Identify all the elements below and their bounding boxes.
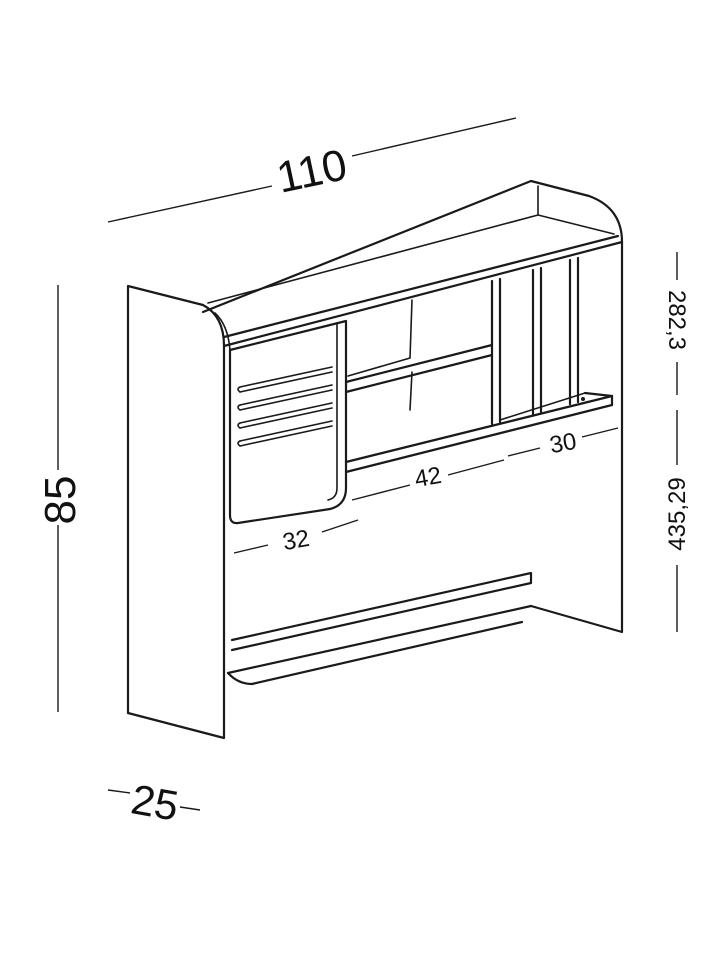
left-panel-inner-edge bbox=[214, 312, 231, 351]
work-shelf-back bbox=[499, 392, 586, 421]
drawer-width-label: 32 bbox=[281, 525, 312, 556]
width-dimension-line bbox=[107, 117, 517, 223]
top-board-thickness bbox=[222, 234, 620, 339]
work-shelf-front bbox=[344, 403, 614, 474]
lower-inner-shelf-back bbox=[409, 371, 413, 411]
left-side-panel bbox=[126, 284, 226, 740]
width-label: 110 bbox=[272, 140, 351, 203]
middle-shelf-back bbox=[347, 299, 413, 377]
divider-2 bbox=[531, 266, 543, 416]
height-label: 85 bbox=[36, 476, 85, 525]
drawer-slots bbox=[237, 366, 333, 447]
bottom-shelf-curve bbox=[226, 620, 524, 686]
middle-width-label: 42 bbox=[413, 462, 444, 493]
dimension-lines bbox=[57, 117, 678, 811]
depth-label: 25 bbox=[128, 775, 182, 829]
upper-section-label: 282,3 bbox=[663, 290, 690, 350]
top-board bbox=[201, 179, 533, 314]
work-shelf-top bbox=[344, 394, 614, 464]
divider-1 bbox=[490, 277, 502, 426]
right-width-label: 30 bbox=[548, 428, 579, 459]
work-shelf-right bbox=[583, 391, 614, 407]
drawer-unit bbox=[228, 319, 348, 525]
top-board-front-edge bbox=[222, 240, 624, 348]
middle-width-dimension-line bbox=[351, 459, 505, 501]
back-rail-line bbox=[537, 214, 615, 235]
bottom-shelf bbox=[226, 604, 533, 675]
right-width-dimension-line bbox=[507, 427, 619, 457]
dimension-labels: 110 85 25 282,3 435,29 32 42 30 bbox=[36, 140, 691, 829]
middle-shelf bbox=[344, 343, 494, 394]
divider-3 bbox=[568, 256, 580, 406]
lower-back-rail bbox=[230, 571, 533, 652]
furniture-unit bbox=[126, 179, 624, 740]
drawer-inner-edge bbox=[327, 322, 338, 501]
shelf-peg bbox=[581, 397, 585, 401]
depth-dimension-line bbox=[107, 789, 201, 811]
lower-section-label: 435,29 bbox=[664, 477, 691, 550]
drawer-width-dimension-line bbox=[233, 519, 359, 554]
